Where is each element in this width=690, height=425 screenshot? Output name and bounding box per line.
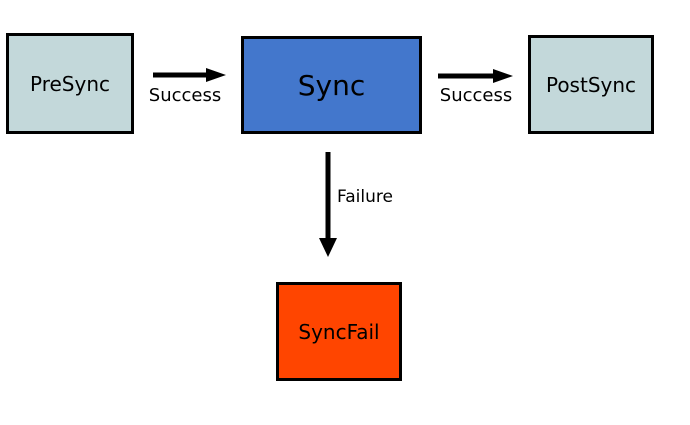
node-presync: PreSync [6,33,134,134]
edge-arrow-sync-to-postsync [438,69,513,83]
edge-label-sync-to-syncfail: Failure [337,187,393,207]
edge-label-presync-to-sync: Success [148,85,222,106]
edge-label-sync-to-postsync: Success [439,85,513,106]
node-postsync: PostSync [528,35,654,134]
edge-arrowhead [206,68,226,82]
edge-arrowhead [319,238,337,257]
node-presync-label: PreSync [30,71,110,96]
node-syncfail-label: SyncFail [298,319,380,344]
edge-arrowhead [493,69,513,83]
node-sync-label: Sync [297,68,366,102]
node-sync: Sync [241,36,422,134]
edge-arrow-sync-to-syncfail [319,152,337,257]
edge-arrow-presync-to-sync [153,68,226,82]
node-postsync-label: PostSync [545,72,637,97]
node-syncfail: SyncFail [276,282,402,381]
